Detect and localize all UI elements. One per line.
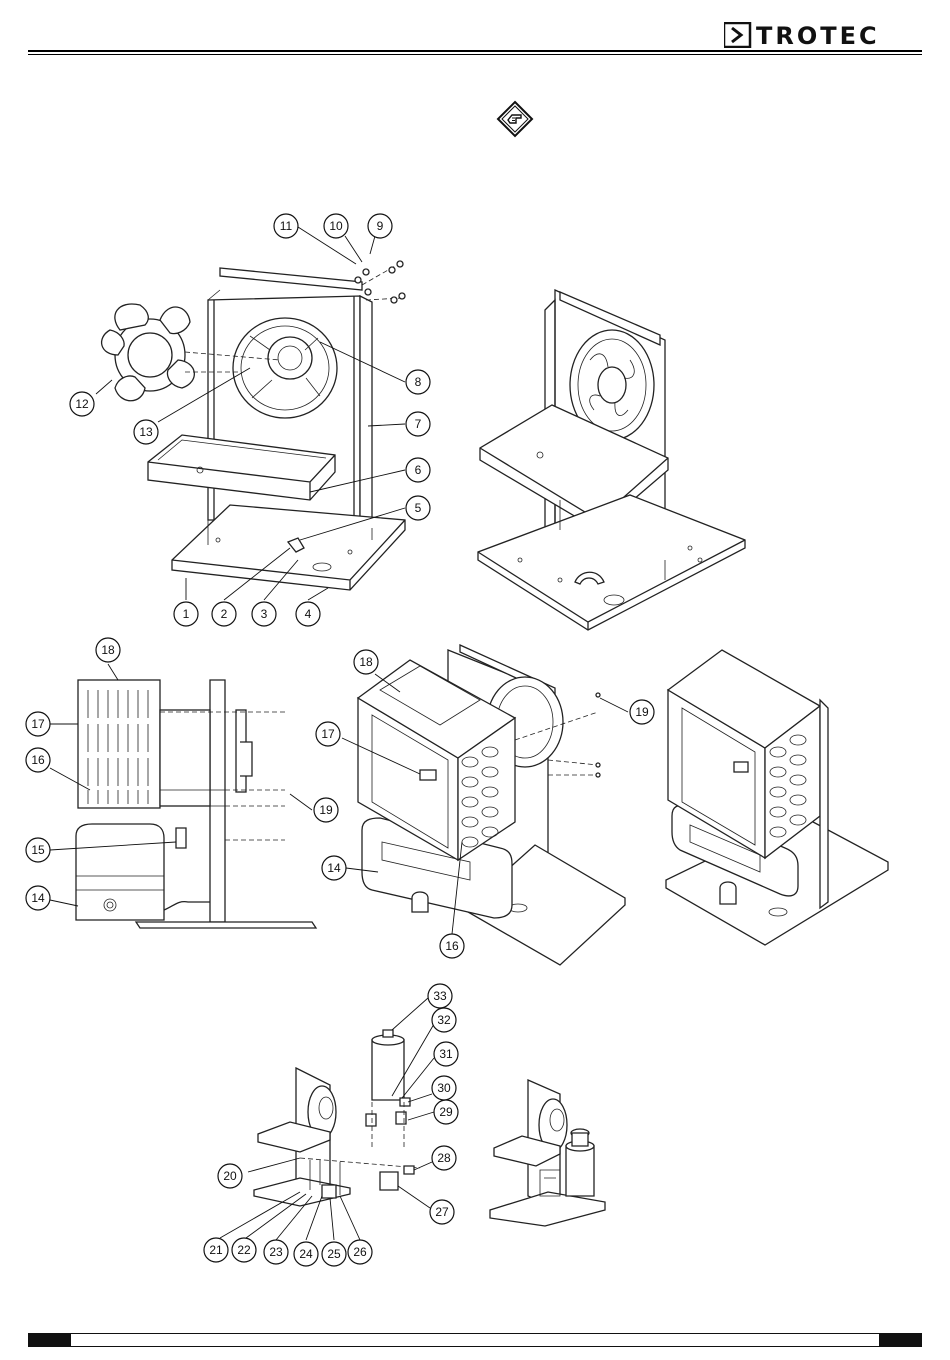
unit-assembled-view <box>666 650 888 945</box>
svg-text:29: 29 <box>439 1105 453 1119</box>
callout-23: 23 <box>264 1240 288 1264</box>
svg-text:12: 12 <box>75 397 89 411</box>
svg-text:24: 24 <box>299 1247 313 1261</box>
svg-text:21: 21 <box>209 1243 223 1257</box>
callout-15: 15 <box>26 838 50 862</box>
svg-text:17: 17 <box>321 727 335 741</box>
callout-26: 26 <box>348 1240 372 1264</box>
unit-assembly-view <box>358 645 625 965</box>
callout-30: 30 <box>432 1076 456 1100</box>
footer-rule <box>70 1333 880 1347</box>
assembly-callout-14: 14 <box>322 856 346 880</box>
svg-text:20: 20 <box>223 1169 237 1183</box>
assembly-callout-16: 16 <box>440 934 464 958</box>
callout-33: 33 <box>428 984 452 1008</box>
callout-3: 3 <box>252 602 276 626</box>
svg-text:17: 17 <box>31 717 45 731</box>
svg-text:30: 30 <box>437 1081 451 1095</box>
svg-text:6: 6 <box>415 463 422 477</box>
svg-text:16: 16 <box>31 753 45 767</box>
callout-14: 14 <box>26 886 50 910</box>
svg-text:5: 5 <box>415 501 422 515</box>
svg-text:27: 27 <box>435 1205 449 1219</box>
page-footer-bar <box>28 1333 922 1347</box>
callout-7: 7 <box>406 412 430 436</box>
footer-block-right <box>880 1333 922 1347</box>
callout-20: 20 <box>218 1164 242 1188</box>
svg-text:23: 23 <box>269 1245 283 1259</box>
callout-13: 13 <box>134 420 158 444</box>
assembly-callout-17: 17 <box>316 722 340 746</box>
svg-text:28: 28 <box>437 1151 451 1165</box>
callout-29: 29 <box>434 1100 458 1124</box>
svg-text:18: 18 <box>101 643 115 657</box>
svg-text:11: 11 <box>280 219 293 233</box>
footer-block-left <box>28 1333 70 1347</box>
side-view <box>76 680 316 928</box>
compressor-assembled-view <box>490 1080 605 1226</box>
callout-10: 10 <box>324 214 348 238</box>
svg-text:16: 16 <box>445 939 459 953</box>
callout-2: 2 <box>212 602 236 626</box>
callout-16: 16 <box>26 748 50 772</box>
svg-text:7: 7 <box>415 417 422 431</box>
callout-32: 32 <box>432 1008 456 1032</box>
svg-text:10: 10 <box>329 219 343 233</box>
callout-19: 19 <box>314 798 338 822</box>
fan-blade <box>102 304 195 401</box>
callout-1: 1 <box>174 602 198 626</box>
callout-22: 22 <box>232 1238 256 1262</box>
callout-4: 4 <box>296 602 320 626</box>
svg-text:4: 4 <box>305 607 312 621</box>
callout-24: 24 <box>294 1242 318 1266</box>
callout-18: 18 <box>96 638 120 662</box>
svg-text:26: 26 <box>353 1245 367 1259</box>
callout-11: 11 <box>274 214 298 238</box>
frame-assembled-view <box>478 290 745 630</box>
callout-27: 27 <box>430 1200 454 1224</box>
assembly-callout-19: 19 <box>630 700 654 724</box>
svg-text:3: 3 <box>261 607 268 621</box>
svg-text:2: 2 <box>221 607 228 621</box>
svg-text:19: 19 <box>319 803 333 817</box>
callout-31: 31 <box>434 1042 458 1066</box>
svg-text:8: 8 <box>415 375 422 389</box>
svg-text:32: 32 <box>437 1013 451 1027</box>
callout-6: 6 <box>406 458 430 482</box>
svg-text:31: 31 <box>439 1047 453 1061</box>
callout-25: 25 <box>322 1242 346 1266</box>
svg-text:22: 22 <box>237 1243 251 1257</box>
svg-text:15: 15 <box>31 843 45 857</box>
callout-28: 28 <box>432 1146 456 1170</box>
svg-text:9: 9 <box>377 219 384 233</box>
svg-text:19: 19 <box>635 705 649 719</box>
svg-text:13: 13 <box>139 425 153 439</box>
compressor-exploded-view <box>254 1030 420 1206</box>
callout-9: 9 <box>368 214 392 238</box>
assembly-callout-18: 18 <box>354 650 378 674</box>
svg-text:25: 25 <box>327 1247 341 1261</box>
callout-8: 8 <box>406 370 430 394</box>
svg-text:33: 33 <box>433 989 447 1003</box>
svg-text:14: 14 <box>31 891 45 905</box>
callout-12: 12 <box>70 392 94 416</box>
callout-17: 17 <box>26 712 50 736</box>
callout-21: 21 <box>204 1238 228 1262</box>
svg-text:18: 18 <box>359 655 373 669</box>
callout-5: 5 <box>406 496 430 520</box>
svg-text:1: 1 <box>183 607 190 621</box>
svg-text:14: 14 <box>327 861 341 875</box>
